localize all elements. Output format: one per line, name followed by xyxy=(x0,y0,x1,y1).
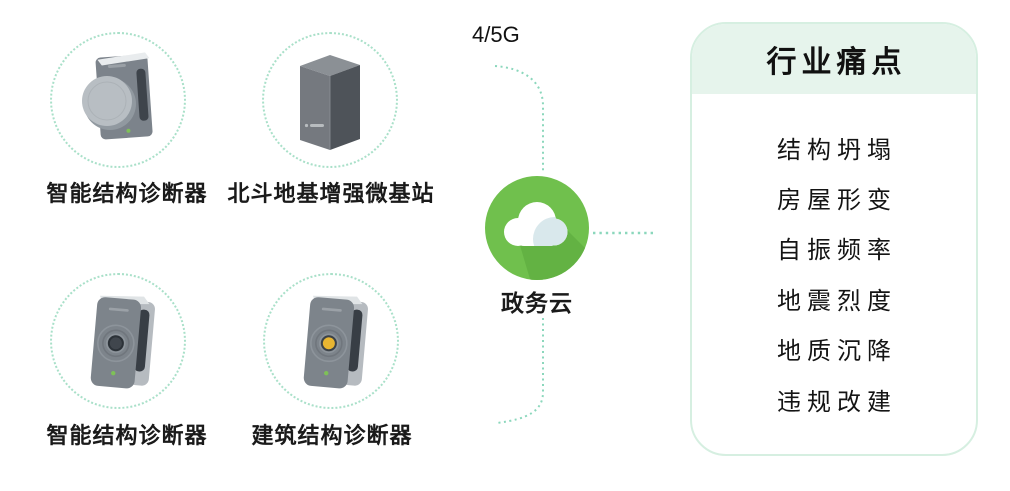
pain-point-item: 违规改建 xyxy=(777,388,897,416)
cloud-label: 政务云 xyxy=(501,290,573,316)
pain-points-panel: 行业痛点 结构坍塌 房屋形变 自振频率 地震烈度 地质沉降 违规改建 xyxy=(690,22,978,456)
pain-point-item: 房屋形变 xyxy=(777,187,897,215)
device-label-4: 建筑结构诊断器 xyxy=(251,423,413,448)
cloud-icon xyxy=(485,176,589,280)
device-label-2: 北斗地基增强微基站 xyxy=(227,181,435,206)
network-label: 4/5G xyxy=(472,22,520,47)
pain-point-item: 自振频率 xyxy=(777,237,897,265)
pain-point-item: 地质沉降 xyxy=(777,338,897,366)
pain-point-item: 结构坍塌 xyxy=(777,136,897,164)
smart-structural-diagnoser-image-1 xyxy=(82,52,153,140)
panel-title: 行业痛点 xyxy=(766,46,907,79)
building-structural-diagnoser-image xyxy=(303,295,368,389)
device-label-3: 智能结构诊断器 xyxy=(46,423,208,448)
beidou-micro-base-station-image xyxy=(300,55,360,150)
panel-header: 行业痛点 xyxy=(692,24,976,94)
smart-structural-diagnoser-image-2 xyxy=(90,295,155,389)
connector-cloud-to-bottom xyxy=(496,318,544,424)
pain-point-item: 地震烈度 xyxy=(777,287,897,315)
device-label-1: 智能结构诊断器 xyxy=(46,181,208,206)
connector-top-to-cloud xyxy=(494,65,544,171)
pain-points-list: 结构坍塌 房屋形变 自振频率 地震烈度 地质沉降 违规改建 xyxy=(692,94,976,424)
